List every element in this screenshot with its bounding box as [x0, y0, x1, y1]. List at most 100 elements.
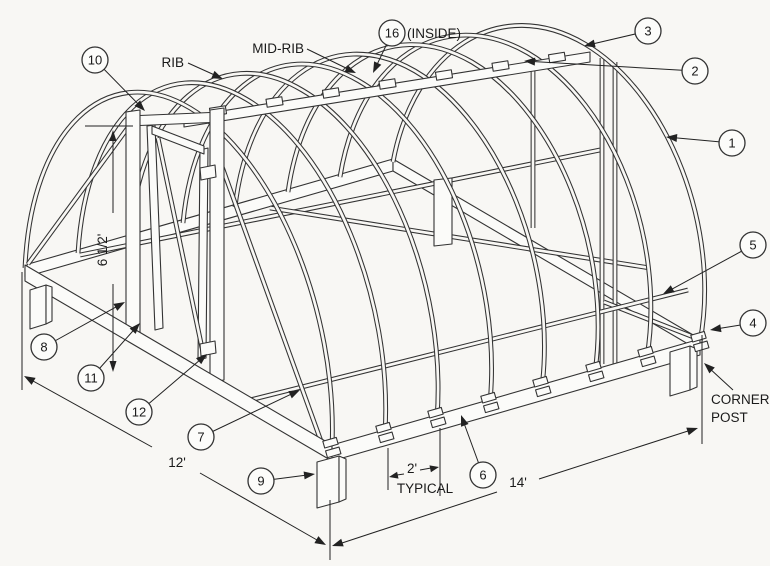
callout-2-number: 2 [691, 64, 698, 79]
callout-7-number: 7 [197, 430, 204, 445]
rib-coupling [690, 330, 707, 343]
callout-16-arrowhead [373, 61, 382, 73]
callout-8-arrowhead [113, 302, 125, 311]
door-stile-left [146, 124, 164, 331]
door[interactable] [146, 124, 217, 361]
callout-7: 7 [187, 390, 300, 451]
callout-1-number: 1 [728, 136, 735, 151]
callout-11: 11 [77, 323, 140, 392]
door-jamb-left [125, 109, 141, 337]
door-diagonal-brace-inner [156, 137, 204, 349]
callout-6-circle [469, 461, 497, 489]
callout-4-arrowhead [710, 324, 722, 333]
callout-4: 4 [710, 309, 767, 337]
corner-post-south [316, 455, 340, 509]
rib-8-inner [391, 24, 706, 343]
corner-post-south-side [338, 455, 347, 503]
rib-spacing-dim-text: 2' [407, 461, 417, 476]
rib-coupling [534, 385, 552, 398]
text-labels: RIB MID-RIB (INSIDE) CORNER POST [161, 26, 769, 425]
callout-11-circle [77, 364, 105, 392]
callout-8: 8 [30, 302, 125, 361]
rib-label: RIB [161, 55, 184, 70]
corner-post-label-1: CORNER [711, 392, 770, 407]
callout-8-circle [30, 333, 58, 361]
callout-1: 1 [666, 129, 746, 157]
callout-3-circle [634, 17, 662, 45]
side-purlin-inner [249, 288, 689, 402]
callout-6-number: 6 [479, 468, 486, 483]
callout-9-arrowhead [303, 471, 315, 480]
dimension-end-width: 12' [21, 272, 331, 560]
callout-9-circle [247, 467, 275, 495]
callout-4-number: 4 [749, 316, 756, 331]
corner-post-west [29, 284, 47, 330]
interior-brace-board-inner [269, 206, 651, 270]
rib-coupling [480, 391, 497, 404]
left-base-rail [24, 264, 333, 462]
callout-2-leader [525, 60, 696, 72]
callout-10-number: 10 [88, 53, 102, 68]
rib-2-inner [76, 81, 388, 434]
callout-8-number: 8 [40, 340, 47, 355]
rib-1-end [22, 89, 335, 449]
inside-label: (INSIDE) [407, 26, 461, 41]
rib-coupling [637, 345, 654, 358]
callout-2-arrowhead [524, 57, 536, 66]
callout-5-leader [664, 244, 754, 294]
end-width-dim-text: 12' [168, 455, 186, 470]
corner-post-east-side [689, 345, 698, 391]
callout-3: 3 [584, 17, 662, 48]
callout-10-arrowhead [134, 100, 145, 111]
ridge-connector [378, 78, 397, 90]
rib-coupling [639, 355, 657, 368]
knee-brace-left-inner [26, 121, 134, 265]
rib-coupling [429, 416, 447, 429]
ridge-connector [321, 87, 341, 99]
door-jamb-right [209, 107, 225, 383]
door-stile-right [197, 147, 209, 361]
dimension-rib-spacing: 2' TYPICAL [387, 428, 454, 496]
rib-coupling [324, 446, 342, 459]
callout-1-circle [718, 129, 746, 157]
back-purlin-inner [79, 148, 601, 257]
corner-post-label-2: POST [711, 410, 748, 425]
rib-coupling [532, 375, 549, 388]
callout-10-circle [81, 46, 109, 74]
door-hinge-bottom [199, 340, 217, 357]
rib-coupling [427, 406, 444, 419]
callout-12-leader [138, 354, 206, 413]
rib-coupling [375, 421, 392, 434]
door-top-rail [151, 125, 205, 155]
rib-coupling [587, 370, 605, 383]
rib-coupling [377, 431, 395, 444]
callout-4-circle [739, 309, 767, 337]
callout-11-arrowhead [129, 323, 140, 334]
callout-16: 16 [373, 19, 406, 73]
rib-coupling [585, 360, 602, 373]
callout-9-number: 9 [257, 474, 264, 489]
dimension-door-height: 6 1/2' [85, 125, 133, 372]
mid-rib-label: MID-RIB [252, 41, 304, 56]
corner-post-west-side [45, 284, 53, 325]
ridge-connector [547, 51, 567, 64]
callout-5-circle [739, 231, 767, 259]
callout-16-circle [378, 19, 406, 47]
door-height-dim-text: 6 1/2' [95, 234, 110, 267]
callout-3-arrowhead [584, 39, 596, 48]
callout-6-arrowhead [461, 415, 469, 427]
rib-coupling [482, 401, 500, 414]
dimension-side-length: 14' [332, 335, 703, 547]
side-length-dim-text: 14' [509, 475, 527, 490]
callout-16-number: 16 [385, 26, 399, 41]
callout-2: 2 [524, 57, 709, 85]
typical-label: TYPICAL [397, 481, 454, 496]
rib-7-inner [338, 33, 653, 358]
callout-10: 10 [81, 46, 145, 111]
callout-7-leader [200, 390, 299, 438]
end-wall-group [26, 107, 329, 456]
door-hinge-top [199, 164, 217, 181]
